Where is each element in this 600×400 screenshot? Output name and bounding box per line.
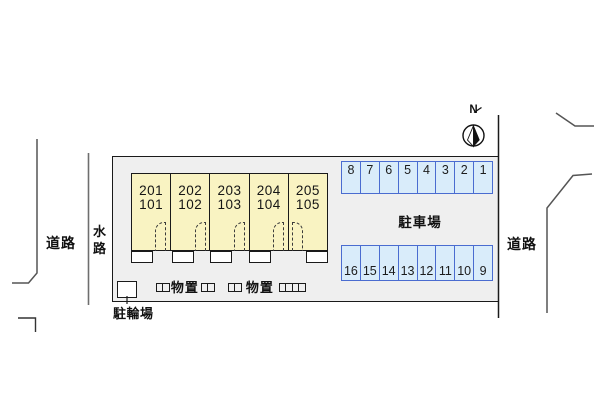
parking-lot-label: 駐車場 [398, 215, 442, 230]
parking-space: 5 [399, 162, 418, 193]
road-edge-left [12, 139, 38, 284]
corner-mark [18, 317, 37, 332]
storage-label: 物置 [170, 279, 199, 295]
parking-space: 6 [380, 162, 399, 193]
north-label: N [469, 104, 478, 116]
storage-label: 物置 [245, 279, 274, 295]
road-label-right: 道路 [507, 236, 537, 252]
door-swing-icon [291, 222, 303, 251]
storage-unit-box [207, 282, 215, 292]
parking-space: 12 [418, 245, 437, 280]
entrance-step [131, 250, 153, 263]
parking-row-bottom: 16 15 14 13 12 11 10 9 [341, 244, 493, 281]
parking-space: 10 [455, 245, 475, 280]
parking-space: 1 [479, 163, 487, 177]
storage-unit-box [234, 282, 242, 292]
bicycle-parking-square [117, 280, 137, 298]
parking-space: 3 [436, 162, 456, 193]
parking-space: 7 [361, 162, 380, 193]
road-edge-right [546, 173, 593, 313]
door-swing-icon [273, 222, 284, 251]
parking-row-top: 8 7 6 5 4 3 2 1 [341, 161, 493, 194]
door-swing-icon [233, 222, 245, 251]
entrance-step [305, 250, 328, 263]
storage-group-2: 物置 [228, 279, 306, 295]
parking-space: 4 [418, 162, 437, 193]
storage-unit-box [162, 282, 170, 292]
road-label-left: 道路 [46, 235, 76, 251]
storage-group-1: 物置 [156, 279, 215, 295]
door-swing-icon [194, 222, 206, 251]
parking-space: 14 [380, 245, 399, 280]
parking-space: 11 [436, 245, 456, 280]
parking-space: 9 [479, 263, 487, 278]
parking-space: 8 [342, 162, 361, 193]
parking-space: 15 [361, 245, 380, 280]
road-edge-top-right [555, 112, 594, 127]
entrance-step [210, 250, 232, 263]
bicycle-parking-label: 駐輪場 [113, 306, 154, 321]
waterway-label: 水路 [92, 224, 106, 256]
parking-space: 13 [399, 245, 418, 280]
storage-unit-box [298, 282, 306, 292]
door-swing-icon [155, 222, 166, 251]
entrance-step [248, 250, 271, 263]
parking-space: 2 [455, 162, 475, 193]
parking-space: 16 [342, 245, 361, 280]
entrance-step [171, 250, 194, 263]
